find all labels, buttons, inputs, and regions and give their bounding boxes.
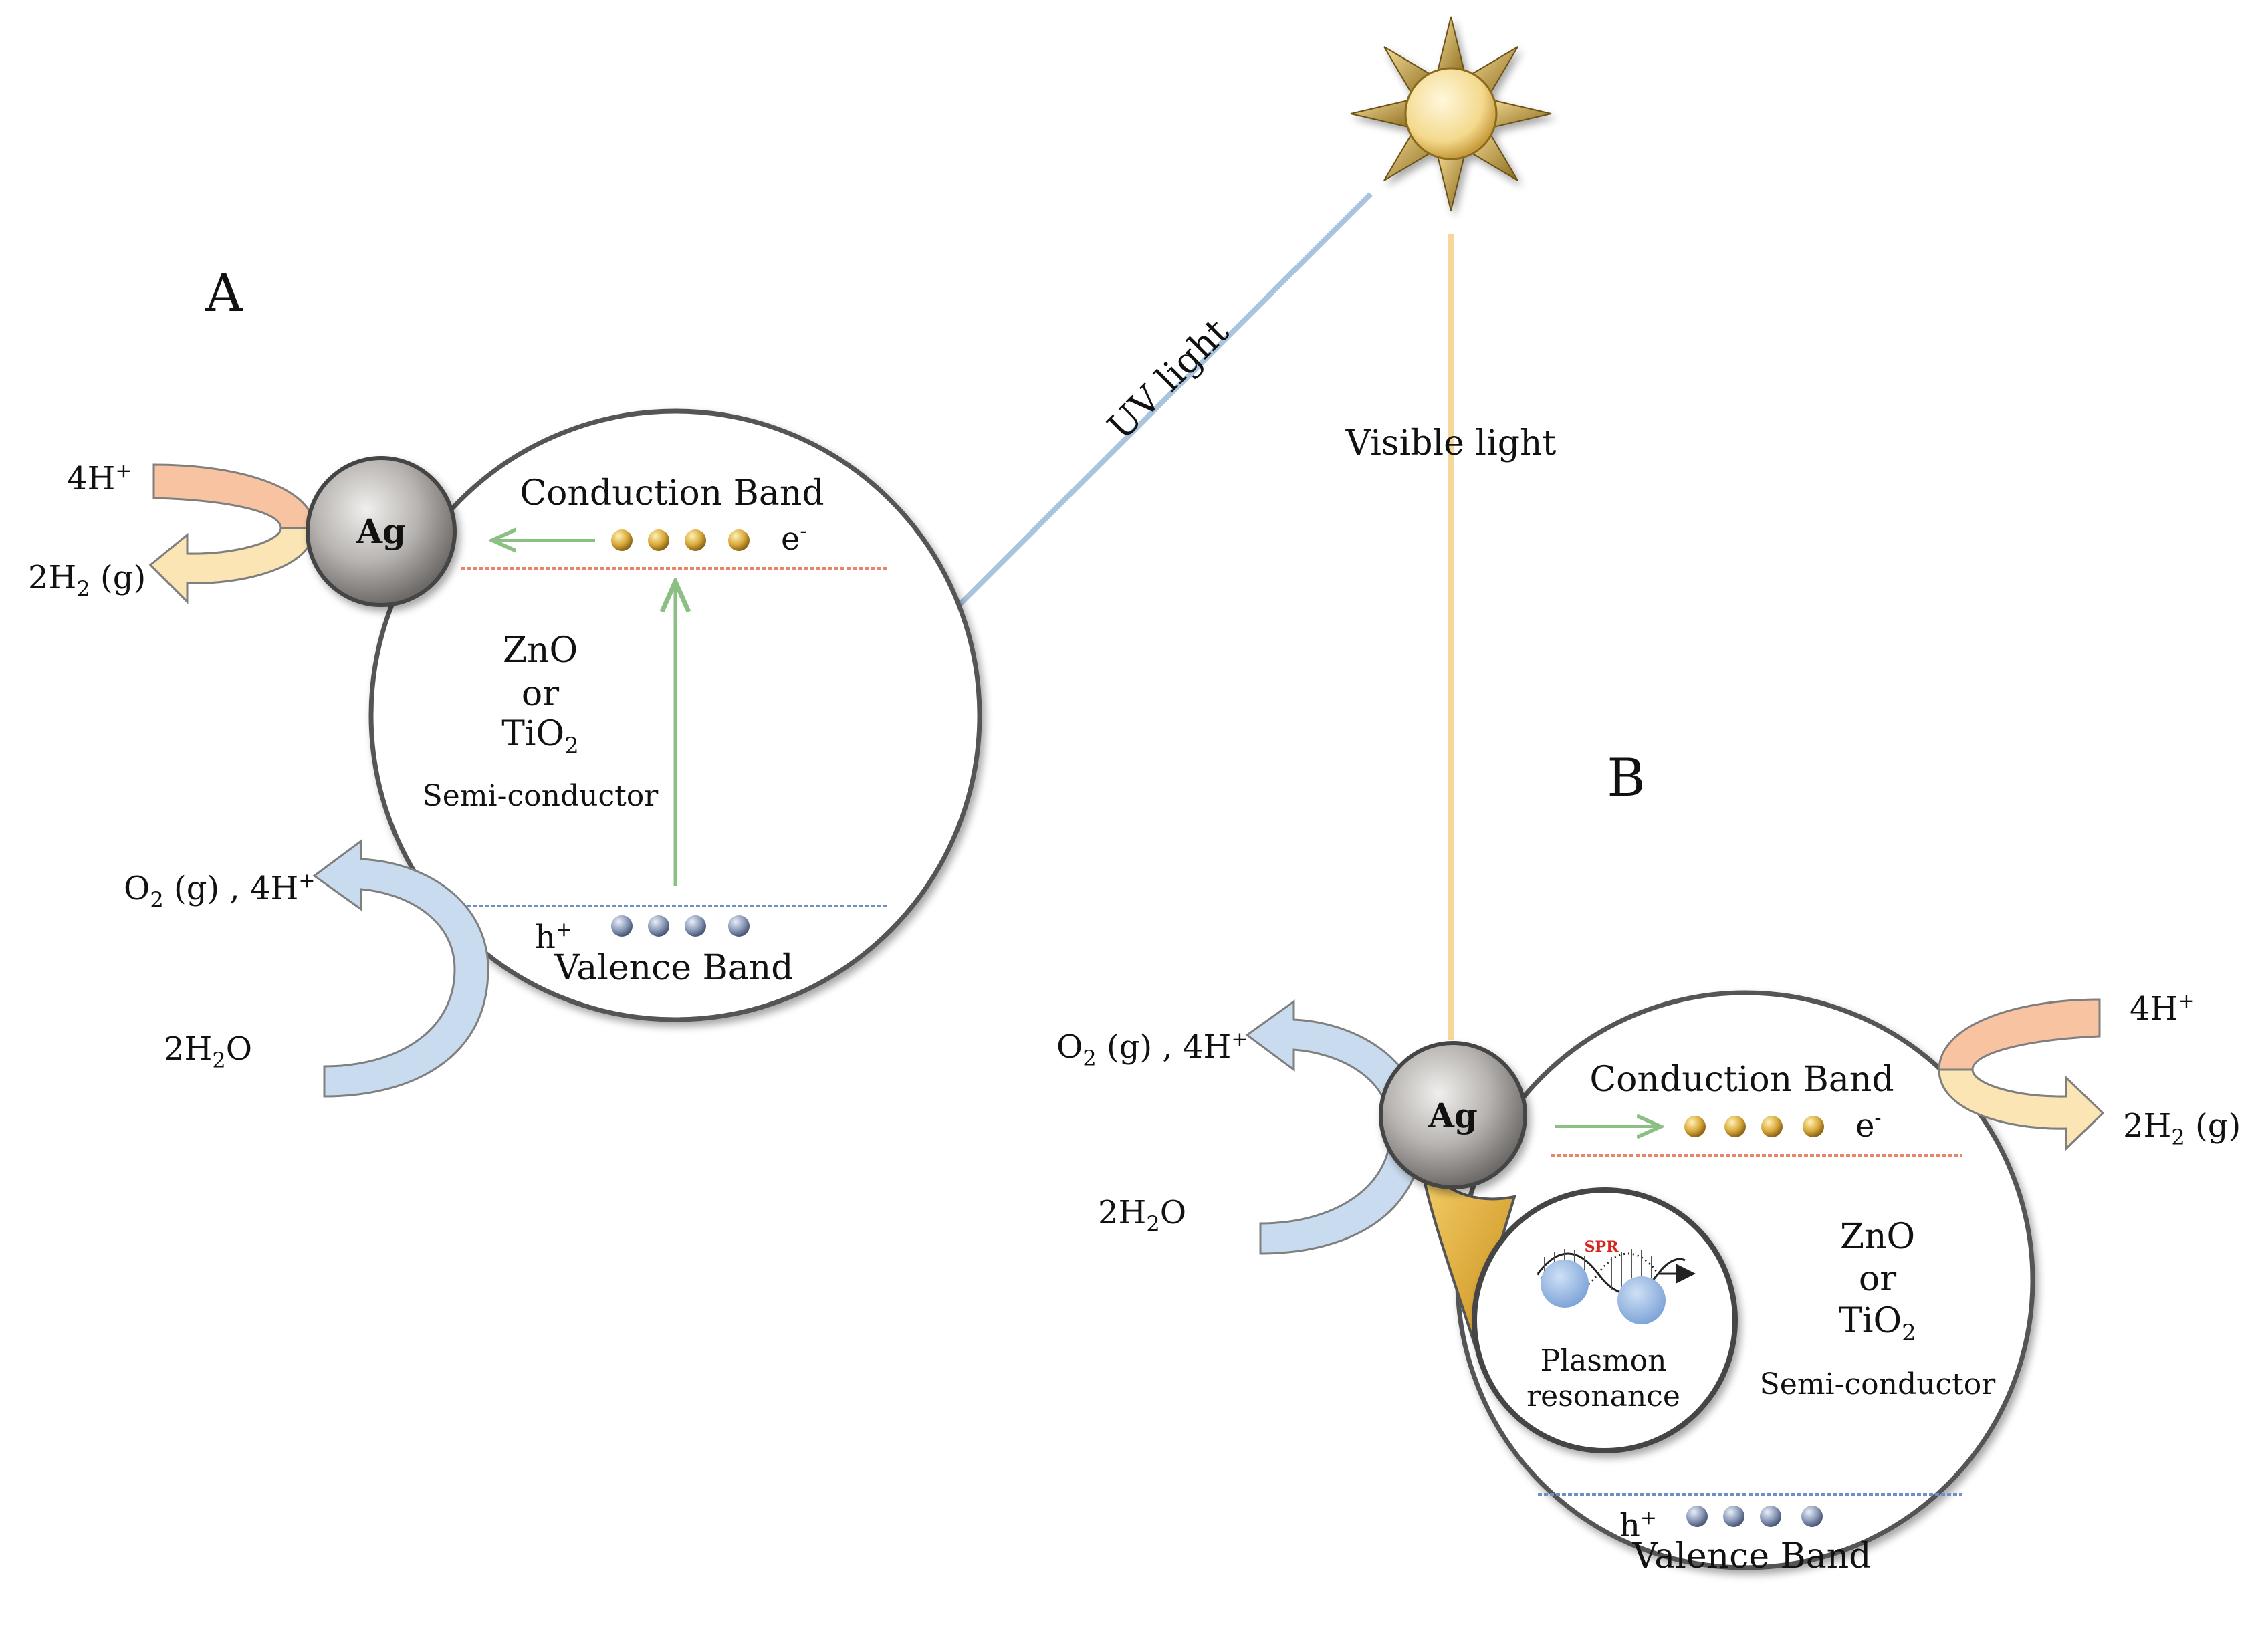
panel-b-valence-band-label: Valence Band xyxy=(1631,1536,1871,1576)
panel-b-water-label: 2H2O xyxy=(1098,1194,1186,1237)
panel-a-letter: A xyxy=(205,263,244,324)
hole xyxy=(728,915,750,937)
panel-a-electrons xyxy=(611,529,750,551)
panel-b-semiconductor-label: Semi-conductor xyxy=(1760,1367,1997,1401)
panel-b-holes xyxy=(1686,1506,1823,1527)
electron xyxy=(1684,1116,1706,1137)
sun-icon xyxy=(1350,16,1552,211)
panel-a-hole-label: h+ xyxy=(535,918,572,956)
panel-a-ag-label: Ag xyxy=(356,511,406,551)
plasmon-label-line2: resonance xyxy=(1527,1379,1680,1413)
panel-b: B e- h+ Conduction Band Valence Band ZnO xyxy=(1056,748,2241,1576)
panel-a-semiconductor-label: Semi-conductor xyxy=(423,779,659,813)
panel-a-oxygen-label: O2 (g) , 4H+ xyxy=(124,869,315,913)
panel-a-conduction-band-label: Conduction Band xyxy=(520,473,824,513)
panel-b-material-line1: ZnO xyxy=(1840,1217,1915,1257)
panel-b-hole-label: h+ xyxy=(1619,1506,1657,1544)
electron xyxy=(728,529,750,551)
visible-light-label: Visible light xyxy=(1345,423,1557,463)
electron xyxy=(1761,1116,1783,1137)
panel-a-electron-label: e- xyxy=(781,519,807,558)
panel-b-letter: B xyxy=(1607,748,1645,808)
panel-b-hydrogen-arrow-head xyxy=(1938,1068,2105,1151)
panel-a-proton-label: 4H+ xyxy=(67,459,132,497)
panel-b-ag-label: Ag xyxy=(1428,1096,1478,1135)
panel-b-proton-label: 4H+ xyxy=(2130,989,2195,1028)
hole xyxy=(611,915,633,937)
panel-b-conduction-band-label: Conduction Band xyxy=(1589,1060,1894,1100)
hole xyxy=(1760,1506,1781,1527)
plasmon-label-line1: Plasmon xyxy=(1540,1344,1666,1378)
hole xyxy=(685,915,706,937)
panel-a-material-line1: ZnO xyxy=(503,630,578,671)
uv-light-label: UV light xyxy=(1099,310,1236,447)
panel-a-water-label: 2H2O xyxy=(164,1030,252,1073)
electron xyxy=(1724,1116,1746,1137)
spr-label: SPR xyxy=(1585,1238,1619,1256)
panel-a-hydrogen-label: 2H2 (g) xyxy=(28,559,146,602)
electron xyxy=(611,529,633,551)
electron xyxy=(648,529,669,551)
hole xyxy=(1723,1506,1744,1527)
panel-b-hydrogen-label: 2H2 (g) xyxy=(2123,1107,2241,1150)
panel-a-hydrogen-arrow-head xyxy=(148,527,316,604)
panel-a-material-line2: or xyxy=(522,674,559,714)
panel-b-material-line3: TiO2 xyxy=(1839,1301,1916,1346)
electron xyxy=(685,529,706,551)
panel-b-oxygen-label: O2 (g) , 4H+ xyxy=(1056,1028,1248,1071)
panel-a: A e- h+ Conduction Band xyxy=(28,263,982,1098)
panel-b-material-line2: or xyxy=(1859,1259,1896,1299)
plasmon-resonance-inset xyxy=(1472,1187,1738,1453)
panel-a-holes xyxy=(611,915,750,937)
panel-a-valence-band-label: Valence Band xyxy=(554,948,793,988)
electron xyxy=(1803,1116,1824,1137)
silver-nanoparticle-icon xyxy=(1379,1041,1527,1189)
plasmon-wave-icon xyxy=(1537,1249,1696,1324)
panel-a-oxygen-reaction-arrow xyxy=(312,839,489,1098)
hole xyxy=(1801,1506,1823,1527)
panel-b-electron-label: e- xyxy=(1855,1106,1882,1145)
panel-b-electrons xyxy=(1684,1116,1824,1137)
panel-b-oxygen-reaction-arrow xyxy=(1245,999,1424,1255)
hole xyxy=(1686,1506,1708,1527)
panel-a-material-line3: TiO2 xyxy=(501,714,579,759)
hole xyxy=(648,915,669,937)
silver-nanoparticle-icon xyxy=(306,456,457,607)
